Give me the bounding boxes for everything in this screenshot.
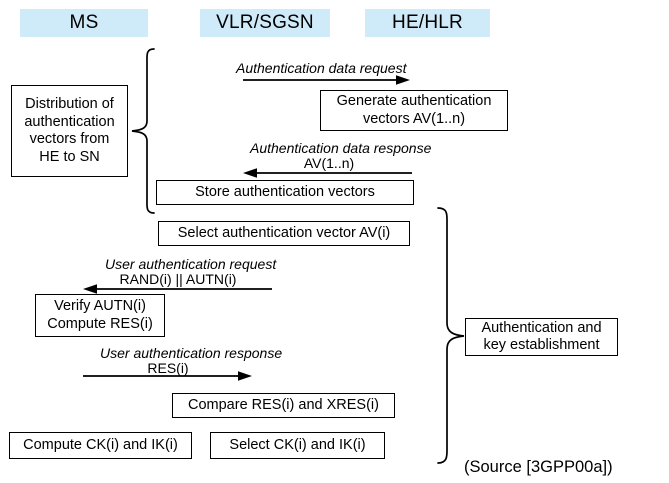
- column-header-he-hlr: HE/HLR: [365, 9, 490, 37]
- phase-label-line-1: Authentication and: [481, 319, 602, 336]
- action-box-line-1: Store authentication vectors: [195, 183, 375, 200]
- source-attribution-note: (Source [3GPP00a]): [464, 458, 613, 476]
- action-box-store-authentication-vectors: Store authentication vectors: [156, 180, 414, 205]
- phase-label-line-2: authentication: [24, 113, 115, 130]
- arrow-user-authentication-request: [83, 284, 272, 294]
- phase-label-distribution-of-authentication-vectors: Distribution of authentication vectors f…: [11, 85, 128, 177]
- message-sublabel-av-1-n: AV(1..n): [303, 155, 355, 171]
- phase-label-line-1: Distribution of: [25, 96, 114, 112]
- message-label-authentication-data-request: Authentication data request: [236, 60, 407, 76]
- action-box-verify-autn-compute-res: Verify AUTN(i) Compute RES(i): [35, 294, 165, 337]
- message-label-user-authentication-response: User authentication response: [100, 345, 283, 361]
- action-box-line-1: Generate authentication: [336, 93, 492, 109]
- phase-label-authentication-and-key-establishment: Authentication and key establishment: [465, 318, 618, 356]
- action-box-select-ck-ik: Select CK(i) and IK(i): [210, 432, 385, 459]
- phase-label-line-2: key establishment: [483, 337, 600, 353]
- action-box-select-authentication-vector: Select authentication vector AV(i): [158, 221, 410, 246]
- action-box-generate-authentication-vectors: Generate authentication vectors AV(1..n): [320, 90, 508, 131]
- phase-label-line-4: HE to SN: [39, 148, 100, 165]
- action-box-line-1: Compare RES(i) and XRES(i): [188, 396, 379, 413]
- message-label-authentication-data-response: Authentication data response: [250, 140, 432, 156]
- action-box-compare-res-xres: Compare RES(i) and XRES(i): [172, 393, 395, 418]
- action-box-compute-ck-ik: Compute CK(i) and IK(i): [9, 432, 192, 459]
- phase-label-line-3: vectors from: [29, 131, 110, 147]
- action-box-line-1: Select authentication vector AV(i): [177, 224, 391, 241]
- action-box-line-1: Compute CK(i) and IK(i): [23, 436, 178, 453]
- phase-bracket-left: [131, 48, 155, 214]
- column-header-vlr-sgsn: VLR/SGSN: [200, 9, 330, 37]
- message-sublabel-rand-autn: RAND(i) || AUTN(i): [119, 271, 237, 287]
- message-label-user-authentication-request: User authentication request: [105, 256, 277, 272]
- action-box-line-1: Select CK(i) and IK(i): [229, 436, 366, 453]
- phase-bracket-right: [437, 207, 465, 464]
- arrow-authentication-data-response: [243, 168, 412, 178]
- action-box-line-2: Compute RES(i): [47, 315, 153, 332]
- column-header-ms: MS: [20, 9, 148, 37]
- arrow-authentication-data-request: [243, 75, 410, 85]
- message-sublabel-res: RES(i): [147, 360, 189, 376]
- arrow-user-authentication-response: [83, 371, 252, 381]
- action-box-line-1: Verify AUTN(i): [54, 298, 146, 314]
- action-box-line-2: vectors AV(1..n): [362, 110, 466, 127]
